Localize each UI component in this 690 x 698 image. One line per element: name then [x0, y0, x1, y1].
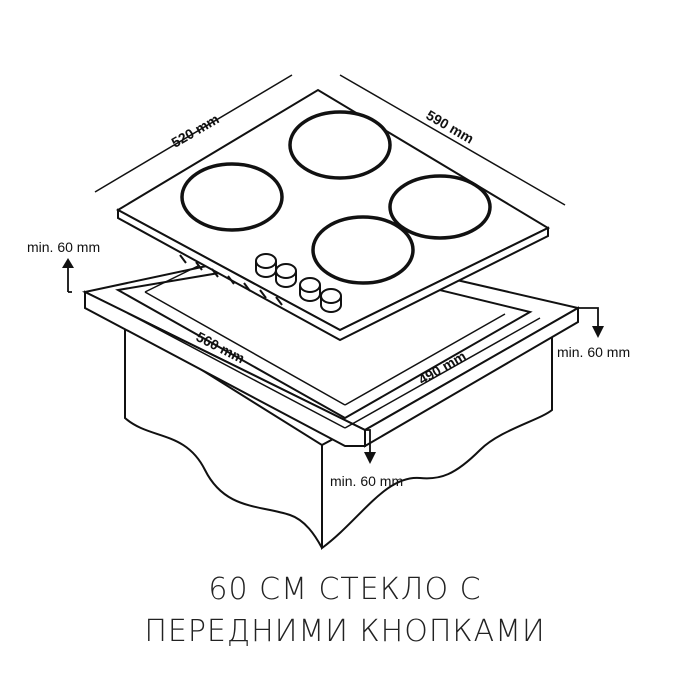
control-knob-2: [275, 263, 297, 288]
label-clearance-front: min. 60 mm: [330, 473, 403, 489]
dimension-line-520: [94, 74, 293, 193]
label-clearance-back: min. 60 mm: [27, 239, 100, 255]
control-knob-1: [255, 253, 277, 278]
clearance-arrow-back: [62, 258, 74, 293]
dimension-line-560: [117, 307, 346, 429]
cabinet-body: [124, 320, 323, 549]
caption-line-1: 60 СМ СТЕКЛО С: [208, 572, 482, 607]
caption-line-2: ПЕРЕДНИМИ КНОПКАМИ: [144, 614, 546, 649]
burner-back: [288, 110, 392, 180]
countertop-front-edge: [84, 290, 366, 447]
label-590: 590 mm: [424, 107, 477, 147]
countertop-right-edge: [364, 306, 579, 448]
label-clearance-side: min. 60 mm: [557, 344, 630, 360]
control-knob-4: [320, 288, 342, 313]
dimension-line-490: [344, 317, 541, 429]
burner-front: [311, 215, 415, 285]
clearance-arrow-front: [364, 429, 376, 464]
label-520: 520 mm: [169, 111, 222, 151]
mounting-clips: [179, 254, 283, 306]
clearance-arrow-side: [578, 307, 604, 338]
burner-right: [388, 174, 492, 240]
control-knob-3: [299, 277, 321, 302]
cabinet-side: [321, 320, 553, 550]
hob-glass-edge: [117, 208, 549, 342]
cutout-inner-wall: [144, 265, 506, 406]
burner-left: [180, 162, 284, 232]
dimension-line-590: [339, 74, 566, 206]
